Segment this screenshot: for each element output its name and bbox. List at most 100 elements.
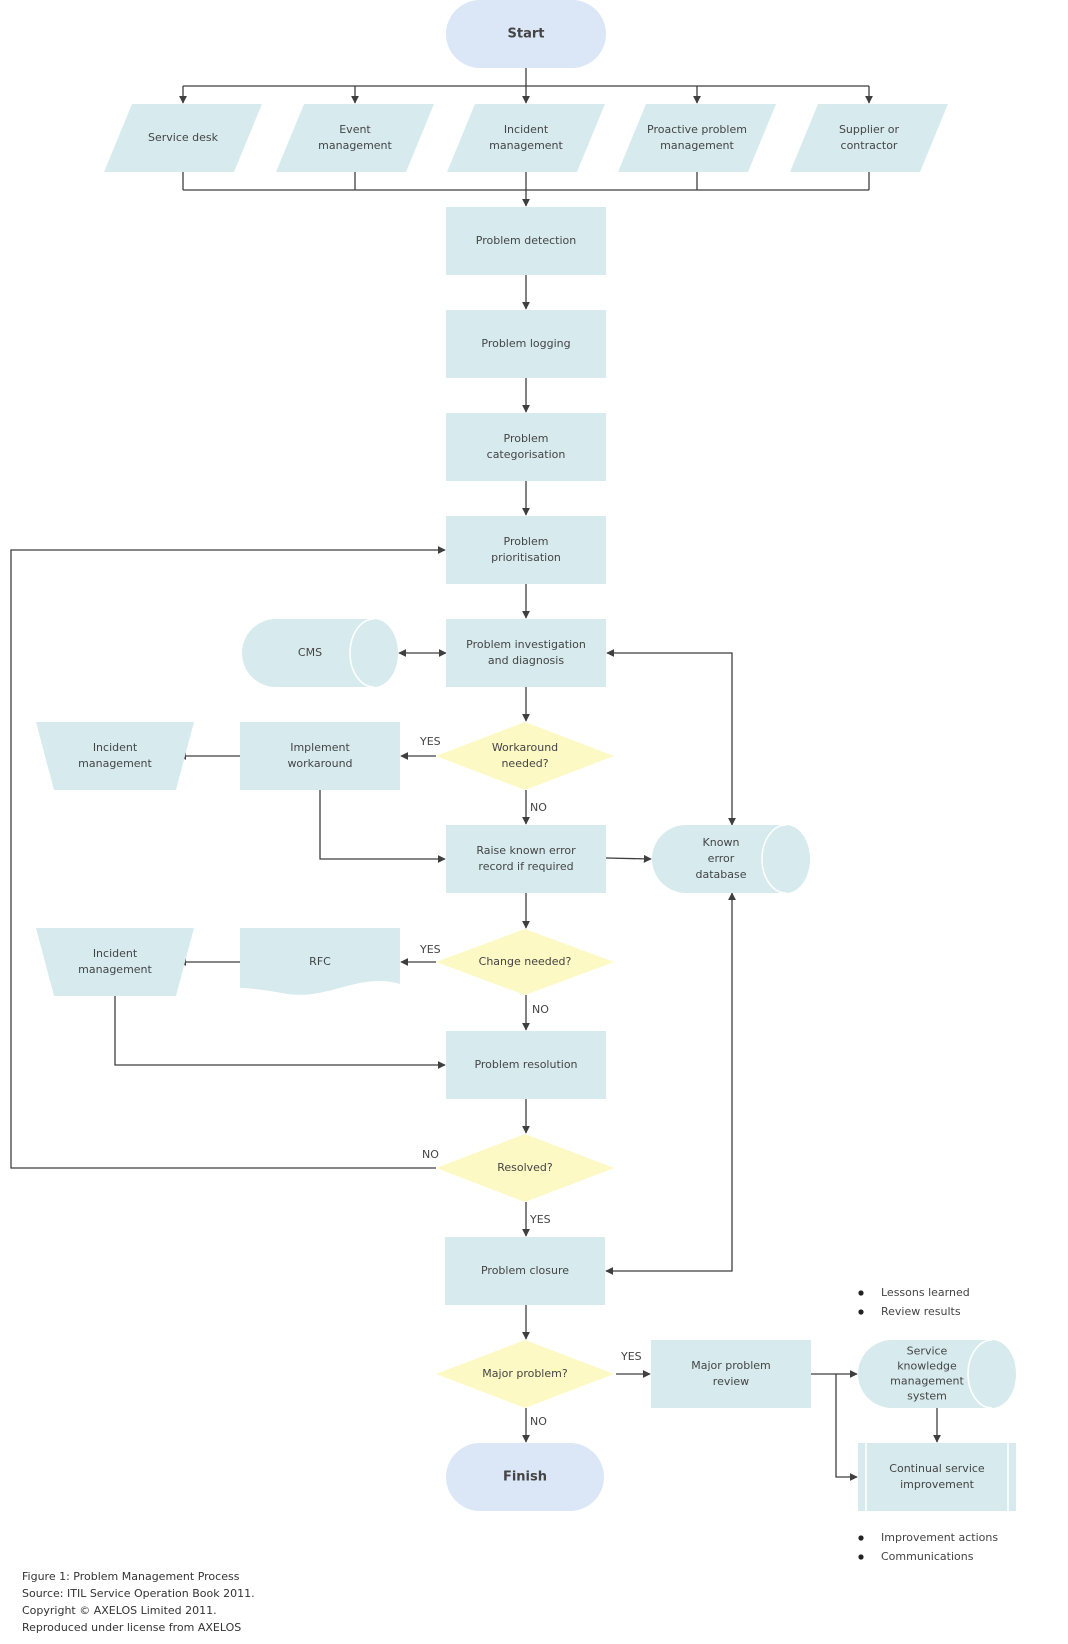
figure-caption: Figure 1: Problem Management Process Sou… (22, 1568, 255, 1636)
inc1-manual-op (36, 722, 194, 790)
rfc-node (240, 928, 400, 995)
raise-node (446, 825, 606, 893)
implwa-node (240, 722, 400, 790)
rfc-label-line-1: RFC (309, 955, 331, 968)
csi-label-line-2: improvement (900, 1478, 974, 1491)
detect-node (446, 207, 606, 275)
log-box (446, 310, 606, 378)
caption-line-2: Source: ITIL Service Operation Book 2011… (22, 1587, 255, 1600)
invest-box (446, 619, 606, 687)
cms-storage-edge (349, 618, 375, 688)
edge-label-major-no: NO (530, 1415, 547, 1428)
review-box (651, 1340, 811, 1408)
skms-label-line-4: system (907, 1390, 947, 1403)
csi-node (858, 1443, 1016, 1511)
review-output-item-2: Review results (881, 1305, 961, 1318)
in3-label-line-2: management (489, 139, 563, 152)
finish-node (446, 1443, 604, 1511)
cms-storage (242, 619, 398, 687)
cms-label-line-1: CMS (298, 646, 322, 659)
prio-label-line-1: Problem (504, 535, 549, 548)
shapes (36, 0, 1016, 1511)
in1-input-shape (104, 104, 262, 172)
major-node (436, 1340, 614, 1408)
log-node (446, 310, 606, 378)
in5-label-line-2: contractor (841, 139, 898, 152)
kedb-label-line-3: database (696, 868, 747, 881)
implwa-box (240, 722, 400, 790)
review-output-bullet-2 (858, 1309, 864, 1315)
kedb-invest (606, 649, 736, 826)
in2-input-shape (276, 104, 434, 172)
inc2-to-resol (114, 996, 446, 1069)
kedb-storage-edge (761, 824, 787, 894)
change-decision (436, 929, 614, 995)
cat-node (446, 413, 606, 481)
csi-output-item-2: Communications (881, 1550, 974, 1563)
review-output-bullet-1 (858, 1290, 864, 1296)
in1-node (104, 104, 262, 172)
prio-label-line-2: prioritisation (491, 551, 561, 564)
edge-label-major-yes: YES (620, 1350, 642, 1363)
skms-storage-edge (967, 1339, 993, 1409)
kedb-label-line-2: error (708, 852, 735, 865)
invest-label-line-2: and diagnosis (488, 654, 564, 667)
edge-label-wa-no: NO (530, 801, 547, 814)
csi-box (858, 1443, 1016, 1511)
cat-box (446, 413, 606, 481)
raise-box (446, 825, 606, 893)
in3-label-line-1: Incident (504, 123, 549, 136)
skms-label-line-1: Service (907, 1345, 948, 1358)
start-label-line-1: Start (508, 27, 545, 42)
review-node (651, 1340, 811, 1408)
caption-line-4: Reproduced under license from AXELOS (22, 1621, 242, 1634)
edge-label-change-no: NO (532, 1003, 549, 1016)
skms-label-line-3: management (890, 1375, 964, 1388)
wa-decision (436, 722, 614, 790)
invest-label-line-1: Problem investigation (466, 638, 586, 651)
cat-label-line-2: categorisation (487, 448, 566, 461)
closure-box (445, 1237, 605, 1305)
in4-input-shape (618, 104, 776, 172)
csi-output-bullet-2 (858, 1554, 864, 1560)
inc2-manual-op (36, 928, 194, 996)
review-to-csi (835, 1374, 858, 1481)
invest-node (446, 619, 606, 687)
edge-label-change-yes: YES (419, 943, 441, 956)
in3-input-shape (447, 104, 605, 172)
kedb-closure (605, 892, 736, 1275)
implwa-label-line-1: Implement (290, 741, 350, 754)
detect-label-line-1: Problem detection (476, 234, 576, 247)
inc2-node (36, 928, 194, 996)
inc1-label-line-1: Incident (93, 741, 138, 754)
closure-label-line-1: Problem closure (481, 1264, 569, 1277)
csi-output-item-1: Improvement actions (881, 1531, 998, 1544)
change-node (436, 929, 614, 995)
inc2-label-line-1: Incident (93, 947, 138, 960)
in3-node (447, 104, 605, 172)
resolved-label-line-1: Resolved? (497, 1161, 553, 1174)
inc2-label-line-2: management (78, 963, 152, 976)
edge-label-resolved-yes: YES (529, 1213, 551, 1226)
resolved-decision (436, 1134, 614, 1202)
kedb-node (652, 824, 810, 894)
in4-label-line-2: management (660, 139, 734, 152)
inc1-label-line-2: management (78, 757, 152, 770)
csi-output-bullet-1 (858, 1535, 864, 1541)
wa-node (436, 722, 614, 790)
raise-label-line-2: record if required (478, 860, 573, 873)
raise-label-line-1: Raise known error (476, 844, 576, 857)
detect-box (446, 207, 606, 275)
cms-node (242, 618, 398, 688)
resol-node (446, 1031, 606, 1099)
raise-to-kedb (605, 854, 652, 863)
implwa-label-line-2: workaround (287, 757, 352, 770)
in2-node (276, 104, 434, 172)
closure-node (445, 1237, 605, 1305)
skms-node (858, 1339, 1016, 1409)
skms-storage (858, 1340, 1016, 1408)
in5-node (790, 104, 948, 172)
cat-label-line-1: Problem (504, 432, 549, 445)
